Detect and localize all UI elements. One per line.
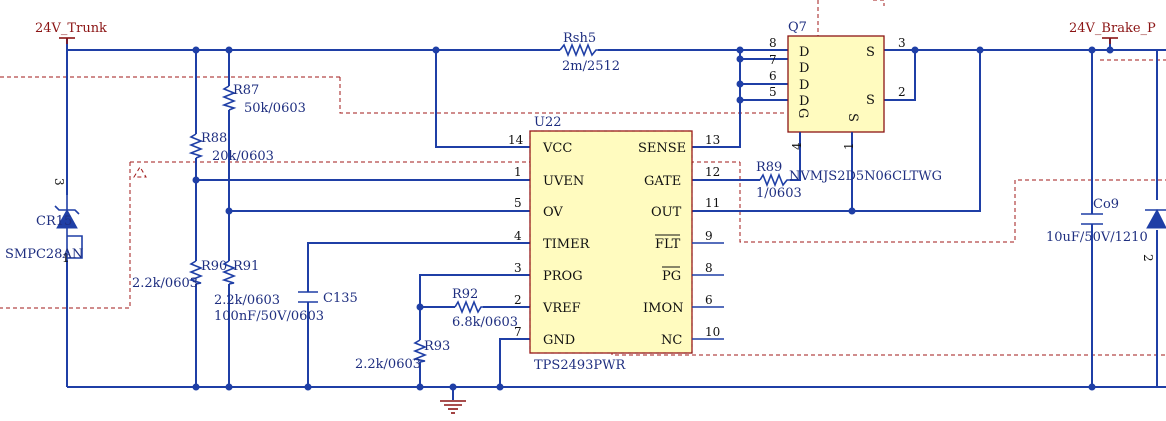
pin-name-flt: FLT	[655, 237, 681, 252]
pin-name-timer: TIMER	[543, 237, 591, 252]
mosfet-d-label-3: D	[799, 78, 809, 93]
cr15-ref: CR15	[36, 214, 72, 229]
pin-num-gate: 12	[705, 165, 720, 179]
pin-name-out: OUT	[651, 205, 682, 220]
power-port-24v-trunk: 24V_Trunk	[35, 21, 107, 44]
r88-value: 20k/0603	[212, 149, 274, 164]
r87-value: 50k/0603	[244, 101, 306, 116]
mosfet-pin-4: 4	[790, 142, 804, 150]
mosfet-ref: Q7	[788, 20, 807, 35]
c135-ref: C135	[323, 291, 358, 306]
pin-num-timer: 4	[514, 229, 522, 243]
pin-num-uven: 1	[514, 165, 522, 179]
mosfet-s-label-2: S	[866, 93, 875, 108]
net-label-input: 24V_Trunk	[35, 21, 107, 36]
wires	[66, 38, 1166, 400]
mosfet-pin-8: 8	[769, 36, 777, 50]
c135-value: 100nF/50V/0603	[214, 309, 324, 324]
capacitor-co9: Co9 10uF/50V/1210	[1046, 197, 1148, 245]
power-port-24v-brake: 24V_Brake_P	[1069, 21, 1156, 44]
resistor-r87: R87 50k/0603	[221, 83, 306, 116]
mosfet-pin-6: 6	[769, 69, 777, 83]
r92-value: 6.8k/0603	[452, 315, 518, 330]
pin-name-sense: SENSE	[638, 141, 686, 156]
r89-value: 1/0603	[756, 186, 802, 201]
pin-num-out: 11	[705, 196, 720, 210]
r89-ref: R89	[756, 160, 782, 175]
pin-num-nc: 10	[705, 325, 720, 339]
cr15-pin-top: 3	[52, 178, 66, 186]
ic-left-pins: 14 VCC 1 UVEN 5 OV 4 TIMER 3 PROG 2 VREF…	[508, 133, 591, 348]
pin-num-ov: 5	[514, 196, 522, 210]
mosfet-pin-2: 2	[898, 85, 906, 99]
pin-num-sense: 13	[705, 133, 720, 147]
pin-name-gate: GATE	[644, 174, 681, 189]
rsh5-value: 2m/2512	[562, 59, 620, 74]
capacitor-c135: C135 100nF/50V/0603	[214, 291, 358, 324]
rsh5-ref: Rsh5	[563, 31, 596, 46]
r87-ref: R87	[233, 83, 259, 98]
diode-right-edge: 2	[1141, 208, 1166, 262]
mosfet-pin-7: 7	[769, 53, 777, 67]
r88-ref: R88	[201, 131, 227, 146]
pin-name-nc: NC	[661, 333, 682, 348]
cr15-pin-bottom: 1	[62, 251, 70, 265]
ic-part: TPS2493PWR	[534, 358, 627, 373]
r90-ref: R90	[201, 259, 227, 274]
ic-right-pins: 13 SENSE 12 GATE 11 OUT 9 FLT 8 PG 6 IMO…	[638, 133, 724, 348]
resistor-r91: R91 2.2k/0603	[214, 259, 280, 308]
pin-num-flt: 9	[705, 229, 713, 243]
mosfet-part: NVMJS2D5N06CLTWG	[789, 169, 942, 184]
ic-u22: U22 TPS2493PWR 14 VCC 1 UVEN 5 OV 4 TIME…	[508, 115, 724, 373]
pin-name-pg: PG	[662, 269, 681, 284]
mosfet-s-bottom-label: S	[845, 113, 860, 122]
pin-name-uven: UVEN	[543, 174, 584, 189]
resistor-r93: R93 2.2k/0603	[355, 339, 450, 372]
co9-value: 10uF/50V/1210	[1046, 230, 1148, 245]
right-diode-pin: 2	[1141, 254, 1155, 262]
pin-num-vref: 2	[514, 293, 522, 307]
r90-value: 2.2k/0603	[132, 276, 198, 291]
junction-dots	[192, 46, 1114, 391]
r93-value: 2.2k/0603	[355, 357, 421, 372]
pin-name-vref: VREF	[542, 301, 581, 316]
mosfet-s-label-1: S	[866, 45, 875, 60]
pin-num-gnd: 7	[514, 325, 522, 339]
mosfet-d-label-1: D	[799, 45, 809, 60]
r91-value: 2.2k/0603	[214, 293, 280, 308]
mosfet-d-label-2: D	[799, 61, 809, 76]
ic-ref: U22	[534, 115, 562, 130]
r93-ref: R93	[424, 339, 450, 354]
mosfet-pin-1: 1	[842, 142, 856, 150]
mosfet-q7: Q7 NVMJS2D5N06CLTWG 8 7 6 5 D D D D G S …	[769, 20, 942, 184]
resistor-r92: R92 6.8k/0603	[452, 287, 518, 330]
resistor-r90: R90 2.2k/0603	[132, 259, 227, 291]
cr15-value: SMPC28AN	[5, 247, 83, 262]
pin-num-pg: 8	[705, 261, 713, 275]
pin-name-imon: IMON	[643, 301, 683, 316]
mosfet-pin-3: 3	[898, 36, 906, 50]
pin-name-vcc: VCC	[542, 141, 572, 156]
pin-name-gnd: GND	[543, 333, 575, 348]
mosfet-g-label: G	[795, 108, 810, 118]
co9-ref: Co9	[1093, 197, 1119, 212]
pin-name-prog: PROG	[543, 269, 583, 284]
resistor-r88: R88 20k/0603	[188, 131, 274, 164]
pin-num-imon: 6	[705, 293, 713, 307]
pin-num-prog: 3	[514, 261, 522, 275]
tvs-diode-cr15: 3 1 CR15 SMPC28AN	[5, 178, 83, 265]
mosfet-d-label-4: D	[799, 94, 809, 109]
r91-ref: R91	[233, 259, 259, 274]
resistor-rsh5: Rsh5 2m/2512	[559, 31, 620, 74]
mosfet-pin-5: 5	[769, 85, 777, 99]
pin-name-ov: OV	[543, 205, 563, 220]
pin-num-vcc: 14	[508, 133, 524, 147]
r92-ref: R92	[452, 287, 478, 302]
net-label-output: 24V_Brake_P	[1069, 21, 1156, 36]
ground-symbol	[440, 400, 466, 414]
resistor-r89: R89 1/0603	[756, 160, 802, 201]
